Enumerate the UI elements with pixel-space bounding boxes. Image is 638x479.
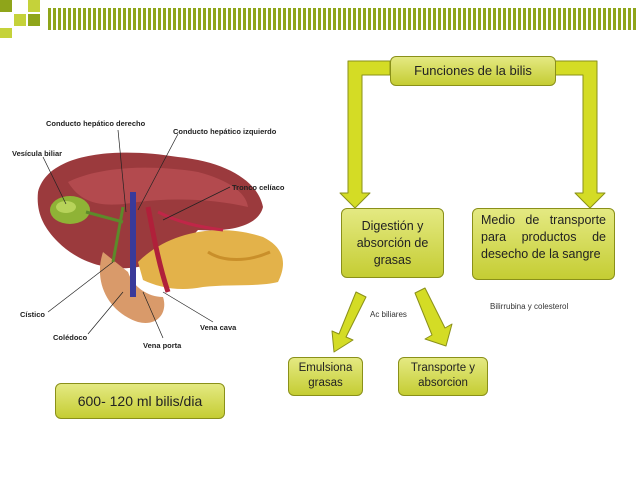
volume-box: 600- 120 ml bilis/dia [55,383,225,419]
volume-text: 600- 120 ml bilis/dia [77,393,203,409]
transporte-box: Transporte y absorcion [398,357,488,396]
label-tronco: Tronco celíaco [232,183,285,192]
liver-anatomy-illustration: Conducto hepático derecho Conducto hepát… [12,119,285,350]
label-cistico: Cístico [20,310,45,319]
transport-box: Medio de transporte para productos de de… [472,208,615,280]
digestion-text: Digestión y absorción de grasas [356,219,429,267]
transporte-text: Transporte y absorcion [410,362,476,389]
label-hepatico-izquierdo: Conducto hepático izquierdo [173,127,277,136]
emulsiona-box: Emulsiona grasas [288,357,363,396]
header-stripe-bar [48,8,638,30]
digestion-box: Digestión y absorción de grasas [341,208,444,278]
emulsiona-text: Emulsiona grasas [298,362,353,389]
label-vena-porta: Vena porta [143,341,182,350]
arrow-to-emulsiona [331,291,367,353]
note-bilirrubina: Bilirrubina y colesterol [490,302,569,311]
label-vesicula: Vesícula biliar [12,149,62,158]
note-ac-biliares: Ac biliares [370,310,407,319]
label-hepatico-derecho: Conducto hepático derecho [46,119,146,128]
label-vena-cava: Vena cava [200,323,237,332]
arrow-to-transporte [414,287,453,347]
transport-text: Medio de transporte para productos de de… [481,213,606,261]
arrow-to-digestion [339,60,391,209]
label-coledoco: Colédoco [53,333,88,342]
arrow-to-transport [554,60,606,209]
corner-checker-decoration [0,0,40,38]
title-text: Funciones de la bilis [414,63,532,78]
title-box: Funciones de la bilis [390,56,556,86]
